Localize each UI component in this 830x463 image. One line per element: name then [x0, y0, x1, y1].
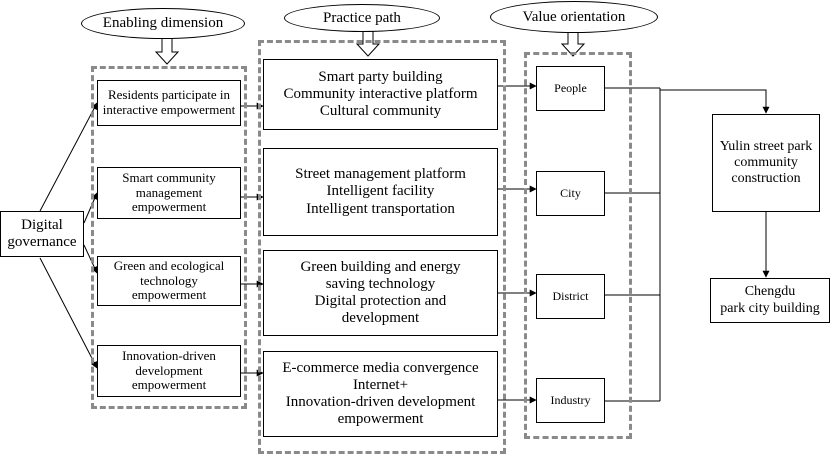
outcome-box-yulin: Yulin street park community construction: [712, 114, 820, 212]
arrow-root-to-enabling-4: [39, 257, 98, 369]
enabling-1-line-2: interactive empowerment: [102, 102, 236, 117]
value-box-district: District: [536, 274, 605, 319]
outcome-2-line-2: park city building: [720, 300, 820, 316]
practice-4-line-2: Internet+: [352, 376, 409, 393]
enabling-3-line-3: empowerment: [131, 287, 207, 303]
practice-3-line-3: Digital protection and: [314, 293, 447, 309]
practice-box-green-building: Green building and energy saving technol…: [263, 250, 498, 336]
enabling-group-frame: [91, 66, 247, 409]
value-box-industry: Industry: [536, 378, 605, 423]
enabling-2-line-3: empowerment: [131, 199, 207, 215]
practice-box-street-management: Street management platform Intelligent f…: [263, 148, 498, 236]
practice-box-smart-party: Smart party building Community interacti…: [263, 59, 498, 130]
practice-1-line-1: Smart party building: [318, 68, 443, 85]
practice-down-arrow-icon: [355, 29, 381, 57]
enabling-1-line-1: Residents participate in: [107, 87, 231, 103]
fan-out-arrows: [39, 102, 98, 369]
practice-4-line-1: E-commerce media convergence: [282, 359, 479, 376]
practice-1-line-2: Community interactive platform: [283, 85, 478, 102]
arrow-root-to-enabling-2: [83, 192, 98, 224]
enabling-3-line-1: Green and ecological: [113, 257, 225, 273]
value-city-label: City: [560, 185, 581, 200]
outcome-1-line-1: Yulin street park: [719, 138, 813, 154]
practice-2-line-3: Intelligent transportation: [306, 200, 455, 217]
practice-2-line-2: Intelligent facility: [326, 183, 435, 200]
practice-4-line-4: empowerment: [337, 411, 424, 428]
value-industry-label: Industry: [550, 392, 591, 407]
practice-2-line-1: Street management platform: [295, 166, 466, 183]
value-district-label: District: [552, 288, 589, 303]
enabling-3-line-2: technology: [140, 272, 198, 288]
outcome-box-chengdu: Chengdu park city building: [710, 278, 830, 323]
arrow-root-to-enabling-1: [39, 102, 98, 212]
practice-group-frame: [258, 40, 506, 454]
header-value-orientation: Value orientation: [490, 1, 658, 33]
header-down-arrows: [154, 29, 586, 65]
enabling-4-line-1: Innovation-driven: [122, 347, 216, 363]
outcome-1-line-2: community: [734, 154, 798, 170]
enabling-2-line-2: management: [135, 184, 203, 200]
enabling-2-line-1: Smart community: [122, 169, 216, 185]
outcome-2-line-1: Chengdu: [744, 284, 796, 300]
root-line-2: governance: [7, 234, 77, 250]
enabling-box-residents: Residents participate in interactive emp…: [97, 80, 241, 126]
value-box-people: People: [536, 66, 605, 111]
root-line-1: Digital: [21, 216, 63, 233]
arrow-root-to-enabling-3: [83, 244, 98, 274]
enabling-box-smart-community: Smart community management empowerment: [97, 167, 241, 219]
outcome-1-line-3: construction: [731, 171, 801, 187]
arrow-bus-to-yulin: [660, 89, 770, 114]
value-to-outcome-connectors: [605, 87, 770, 402]
practice-3-line-1: Green building and energy: [300, 258, 461, 275]
enabling-down-arrow-icon: [154, 37, 180, 65]
enabling-4-line-2: development: [135, 362, 203, 378]
header-practice-label: Practice path: [323, 9, 401, 26]
header-enabling-dimension: Enabling dimension: [81, 8, 245, 39]
header-enabling-label: Enabling dimension: [102, 15, 224, 31]
value-people-label: People: [554, 80, 587, 95]
enabling-4-line-3: empowerment: [131, 377, 207, 393]
enabling-box-green-ecological: Green and ecological technology empowerm…: [97, 256, 241, 306]
practice-1-line-3: Cultural community: [319, 103, 442, 120]
value-group-frame: [524, 52, 632, 439]
header-practice-path: Practice path: [284, 4, 440, 32]
header-value-label: Value orientation: [522, 8, 626, 25]
practice-3-line-2: saving technology: [325, 275, 436, 292]
value-box-city: City: [536, 171, 605, 216]
practice-box-ecommerce: E-commerce media convergence Internet+ I…: [263, 351, 498, 437]
digital-governance-node: Digital governance: [0, 211, 84, 257]
practice-3-line-4: development: [341, 310, 420, 327]
enabling-box-innovation: Innovation-driven development empowermen…: [97, 345, 241, 397]
practice-4-line-3: Innovation-driven development: [285, 394, 476, 410]
